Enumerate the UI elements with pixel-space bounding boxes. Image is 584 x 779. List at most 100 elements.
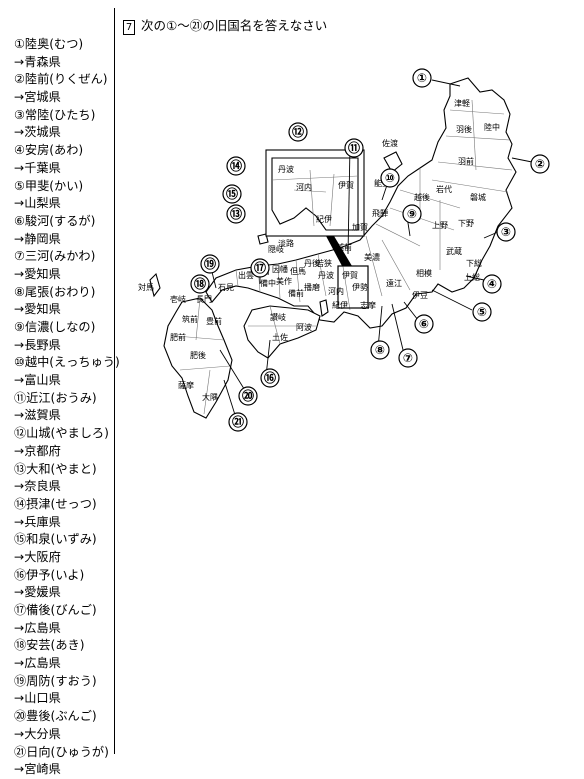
- inset-label-tamba: 丹波: [278, 164, 294, 174]
- svg-text:佐渡: 佐渡: [382, 138, 398, 148]
- svg-text:相模: 相模: [416, 268, 432, 278]
- marker-1: ①: [412, 68, 432, 88]
- question-title: 7 次の①～㉑の旧国名を答えなさい: [123, 15, 327, 35]
- svg-text:讃岐: 讃岐: [270, 312, 286, 322]
- answer-prefecture-21: →宮崎県: [14, 762, 61, 777]
- answer-prefecture-15: →大阪府: [14, 549, 61, 564]
- tsushima-island: [149, 272, 161, 298]
- answer-prefecture-11: →滋賀県: [14, 408, 61, 423]
- svg-text:⑨: ⑨: [407, 207, 417, 221]
- svg-text:岩代: 岩代: [436, 184, 452, 194]
- svg-text:⑯: ⑯: [264, 370, 276, 385]
- answer-province-2: ②陸前(りくぜん): [14, 72, 108, 87]
- svg-text:伊勢: 伊勢: [352, 282, 368, 292]
- marker-16: ⑯: [260, 368, 280, 388]
- svg-text:河内: 河内: [328, 286, 344, 296]
- answer-province-8: ⑧尾張(おわり): [14, 284, 96, 299]
- svg-text:壱岐: 壱岐: [170, 294, 186, 304]
- answer-province-20: ⑳豊後(ぶんご): [14, 709, 97, 724]
- marker-13: ⑬: [226, 204, 246, 224]
- svg-text:⑧: ⑧: [375, 343, 385, 357]
- sado-island: [383, 151, 403, 173]
- answer-prefecture-14: →兵庫県: [14, 514, 61, 529]
- svg-text:備前: 備前: [288, 288, 304, 298]
- svg-text:若狭: 若狭: [316, 258, 332, 268]
- svg-text:上野: 上野: [432, 221, 448, 230]
- marker-20: ⑳: [238, 386, 258, 406]
- svg-text:志摩: 志摩: [360, 300, 376, 310]
- marker-14: ⑭: [226, 156, 246, 176]
- answer-province-13: ⑬大和(やまと): [14, 461, 97, 476]
- svg-text:飛騨: 飛騨: [372, 209, 388, 218]
- inset-label-awaji: 淡路: [278, 238, 294, 248]
- svg-text:越前: 越前: [336, 242, 352, 252]
- kyushu-landmass: [163, 297, 233, 419]
- divider-line: [114, 8, 115, 754]
- svg-text:⑫: ⑫: [292, 124, 304, 139]
- svg-text:越後: 越後: [414, 192, 430, 202]
- marker-12: ⑫: [288, 122, 308, 142]
- shikoku-landmass: [243, 305, 321, 359]
- svg-text:石見: 石見: [218, 283, 234, 292]
- answer-province-4: ④安房(あわ): [14, 143, 84, 158]
- marker-8: ⑧: [370, 340, 390, 360]
- answer-province-16: ⑯伊予(いよ): [14, 567, 85, 582]
- inset-label-kawachi: 河内: [296, 182, 312, 192]
- svg-text:下総: 下総: [466, 258, 482, 268]
- awaji-island: [319, 299, 329, 317]
- answer-province-1: ①陸奥(むつ): [14, 37, 84, 51]
- svg-text:美作: 美作: [276, 276, 292, 286]
- svg-text:武蔵: 武蔵: [446, 246, 462, 256]
- inset-pointer: [326, 236, 352, 266]
- svg-text:⑭: ⑭: [230, 158, 242, 173]
- svg-text:播磨: 播磨: [304, 282, 320, 292]
- marker-pointers: [199, 79, 533, 419]
- answer-province-19: ⑲周防(すおう): [14, 673, 97, 688]
- answer-prefecture-4: →千葉県: [14, 160, 61, 175]
- answer-province-6: ⑥駿河(するが): [14, 213, 96, 228]
- svg-text:⑳: ⑳: [242, 388, 254, 403]
- answer-province-9: ⑨信濃(しなの): [14, 320, 96, 334]
- svg-text:伊豆: 伊豆: [412, 290, 428, 300]
- answer-prefecture-12: →京都府: [14, 443, 61, 458]
- answer-prefecture-17: →広島県: [14, 620, 61, 635]
- svg-text:①: ①: [417, 71, 427, 85]
- answer-prefecture-6: →静岡県: [14, 231, 61, 246]
- svg-text:⑪: ⑪: [348, 140, 360, 155]
- svg-text:⑮: ⑮: [226, 186, 238, 201]
- svg-text:陸中: 陸中: [484, 122, 500, 132]
- marker-3: ③: [496, 222, 516, 242]
- svg-text:対馬: 対馬: [138, 282, 154, 292]
- svg-text:④: ④: [487, 277, 497, 291]
- marker-6: ⑥: [414, 314, 434, 334]
- answer-prefecture-2: →宮城県: [14, 90, 61, 105]
- answer-prefecture-19: →山口県: [14, 691, 61, 706]
- marker-10: ⑩: [380, 168, 400, 188]
- question-number: 7: [123, 20, 135, 35]
- inset-landmass: [271, 157, 359, 231]
- answer-province-17: ⑰備後(びんご): [14, 603, 97, 617]
- inset-label-kii: 紀伊: [316, 214, 332, 224]
- marker-5: ⑤: [472, 302, 492, 322]
- svg-text:⑩: ⑩: [385, 171, 395, 185]
- answer-province-7: ⑦三河(みかわ): [14, 249, 96, 264]
- answer-prefecture-5: →山梨県: [14, 196, 61, 211]
- svg-text:②: ②: [535, 157, 545, 171]
- svg-text:紀伊: 紀伊: [332, 300, 348, 310]
- answer-prefecture-8: →愛知県: [14, 302, 61, 317]
- svg-text:⑲: ⑲: [204, 256, 216, 271]
- svg-text:美濃: 美濃: [364, 252, 380, 262]
- svg-text:加賀: 加賀: [352, 222, 368, 232]
- marker-2: ②: [530, 154, 550, 174]
- marker-4: ④: [482, 274, 502, 294]
- marker-11: ⑪: [344, 138, 364, 158]
- answer-prefecture-16: →愛媛県: [14, 585, 61, 600]
- question-text: 次の①～㉑の旧国名を答えなさい: [141, 18, 328, 33]
- answer-province-10: ⑩越中(えっちゅう): [14, 355, 120, 370]
- kinki-highlight-box: [337, 265, 369, 309]
- marker-17: ⑰: [250, 258, 270, 278]
- svg-text:長門: 長門: [196, 295, 212, 304]
- marker-21: ㉑: [228, 412, 248, 432]
- svg-text:筑前: 筑前: [182, 314, 198, 324]
- answer-prefecture-1: →青森県: [14, 54, 61, 69]
